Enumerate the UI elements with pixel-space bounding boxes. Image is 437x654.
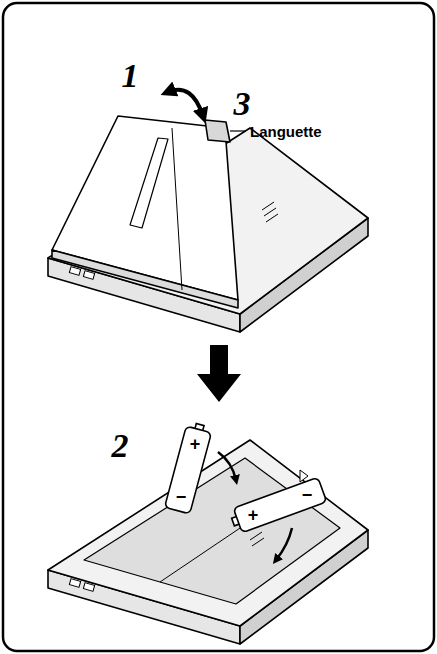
step-arrow xyxy=(197,345,241,402)
polarity-sign: + xyxy=(190,435,201,453)
insert-arrow xyxy=(218,452,236,480)
battery xyxy=(165,421,213,514)
polarity-sign: − xyxy=(302,486,313,504)
part-name: Languette xyxy=(250,124,322,139)
callout-number: 2 xyxy=(112,429,129,463)
open-arrow xyxy=(168,90,203,116)
battery xyxy=(229,477,327,534)
polarity-sign: + xyxy=(248,506,259,524)
polarity-sign: − xyxy=(176,488,187,506)
insert-arrow xyxy=(276,528,292,560)
callout-number: 3 xyxy=(234,87,251,121)
remote-closed xyxy=(48,116,368,332)
leader-line xyxy=(230,130,246,131)
remote-open xyxy=(48,440,368,644)
callout-number: 1 xyxy=(122,59,139,93)
frame xyxy=(3,3,434,651)
